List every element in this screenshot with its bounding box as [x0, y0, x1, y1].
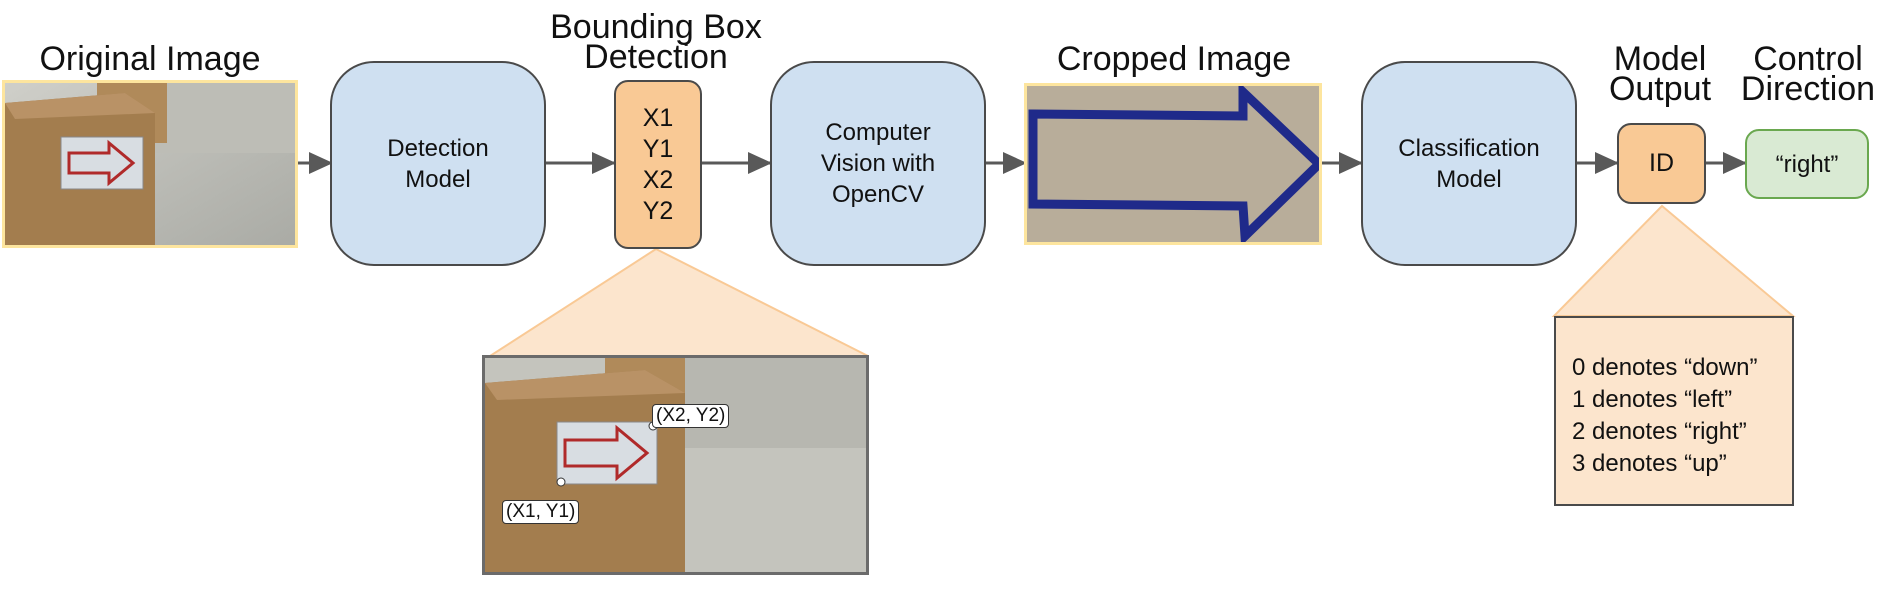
- model-output-id-box: ID: [1617, 123, 1706, 204]
- title-model-output-line1: Model: [1613, 40, 1707, 78]
- title-bbox-line2: Detection: [584, 38, 728, 76]
- cropped-image-arrow: [1027, 86, 1319, 242]
- original-image-scene: [5, 83, 295, 245]
- legend-line-2: 2 denotes “right”: [1572, 418, 1747, 445]
- bbox-zoom-image: [482, 355, 869, 575]
- label-x1-y1: (X1, Y1): [502, 500, 580, 524]
- legend-line-3: 3 denotes “up”: [1572, 450, 1727, 477]
- title-model-output-line2: Output: [1608, 70, 1712, 108]
- title-bbox-line1: Bounding Box: [550, 8, 762, 46]
- bbox-coordinates-box: X1 Y1 X2 Y2: [614, 80, 702, 249]
- cropped-image: [1024, 83, 1322, 245]
- original-image: [2, 80, 298, 248]
- title-model-output: Model Output: [1590, 40, 1730, 108]
- corner-x1y1-dot: [556, 477, 566, 487]
- bbox-zoom-scene: [485, 358, 866, 572]
- title-original-image: Original Image: [39, 40, 261, 78]
- legend-line-0: 0 denotes “down”: [1572, 354, 1758, 381]
- computer-vision-box: Computer Vision with OpenCV: [770, 61, 986, 266]
- title-bounding-box-detection: Bounding Box Detection: [536, 8, 776, 76]
- id-callout: [1551, 204, 1796, 317]
- title-control-line2: Direction: [1740, 70, 1876, 108]
- classification-model-box: Classification Model: [1361, 61, 1577, 266]
- title-control-direction: Control Direction: [1733, 40, 1883, 108]
- detection-model-box: Detection Model: [330, 61, 546, 266]
- control-direction-box: “right”: [1745, 129, 1869, 199]
- id-legend-box: 0 denotes “down” 1 denotes “left” 2 deno…: [1554, 316, 1794, 506]
- title-cropped-image: Cropped Image: [1056, 40, 1292, 78]
- legend-line-1: 1 denotes “left”: [1572, 386, 1733, 413]
- title-control-line1: Control: [1753, 40, 1863, 78]
- label-x2-y2: (X2, Y2): [652, 404, 730, 428]
